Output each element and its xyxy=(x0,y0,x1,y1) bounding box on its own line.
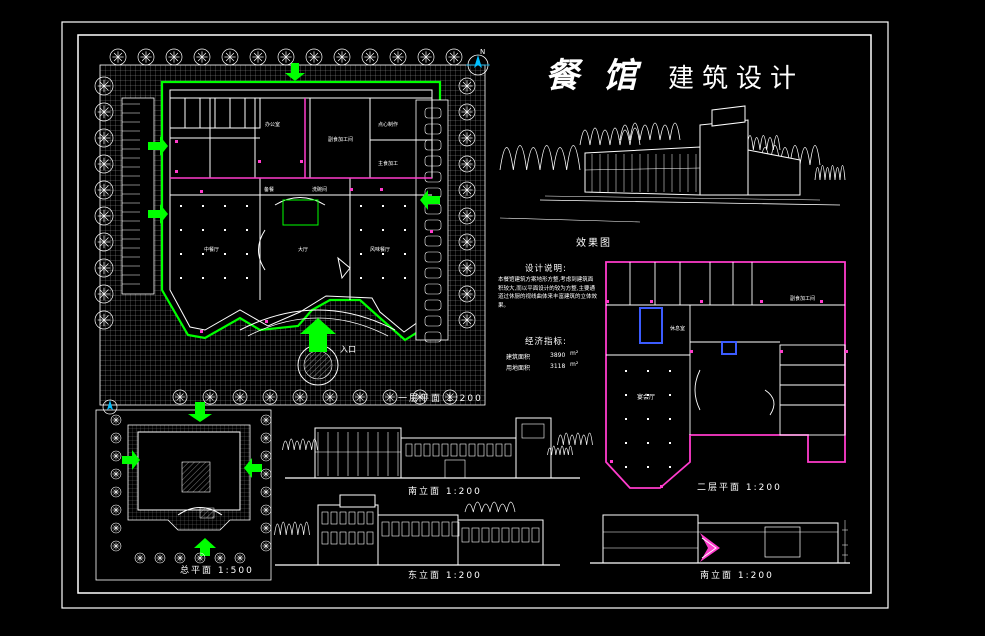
indicator-label: 建筑面积 xyxy=(506,354,531,361)
indicator-unit: m² xyxy=(570,350,579,357)
outer-frame xyxy=(61,21,889,609)
indicators-heading: 经济指标: xyxy=(525,337,567,347)
label-ground-floor: 一层平面 1:200 xyxy=(398,394,483,404)
site-north-arrow-icon xyxy=(102,399,118,415)
second-floor-plan xyxy=(605,261,848,489)
indicator-label: 用地面积 xyxy=(506,365,531,372)
title-text: 建筑设计 xyxy=(668,64,805,94)
north-arrow-icon xyxy=(466,54,490,76)
room-label: 休息室 xyxy=(670,326,686,332)
room-label: 中餐厅 xyxy=(204,247,220,253)
site-plan xyxy=(95,399,272,581)
render-caption: 效果图 xyxy=(576,238,612,249)
design-notes-heading: 设计说明: xyxy=(525,264,567,274)
ground-floor-plan: N xyxy=(94,48,490,406)
north-label: N xyxy=(480,48,485,56)
design-notes-body: 本餐馆建筑方案地形方整,考虑到建筑面积较大,而以平面设计的较为方整,主要通道过休… xyxy=(498,277,598,309)
room-label: 大厅 xyxy=(298,247,309,253)
label-south-elevation-2: 南立面 1:200 xyxy=(700,571,774,581)
inner-frame xyxy=(77,34,872,594)
label-second-floor: 二层平面 1:200 xyxy=(697,483,782,493)
room-label: 风味餐厅 xyxy=(370,247,391,253)
east-elevation xyxy=(274,494,560,566)
room-label: 备餐 xyxy=(264,187,275,193)
room-label-entrance: 入口 xyxy=(340,345,356,354)
south-elevation-2 xyxy=(590,514,850,564)
room-label: 副食加工间 xyxy=(790,296,816,302)
indicator-value: 3890 xyxy=(550,352,566,359)
south-elevation-1 xyxy=(282,417,593,479)
room-label: 副食加工间 xyxy=(328,137,354,143)
room-label: 点心制作 xyxy=(378,122,399,128)
indicator-unit: m² xyxy=(570,361,579,368)
room-label-banquet: 宴会厅 xyxy=(637,394,656,401)
label-east-elevation: 东立面 1:200 xyxy=(408,571,482,581)
room-label: 洗碗间 xyxy=(312,187,328,193)
perspective-render xyxy=(499,105,846,223)
room-label: 主食加工 xyxy=(378,161,399,167)
label-south-elevation: 南立面 1:200 xyxy=(408,487,482,497)
room-label: 办公室 xyxy=(265,122,281,128)
indicator-value: 3118 xyxy=(550,363,566,370)
title-calligraphy: 餐 馆 xyxy=(545,56,643,96)
label-site-plan: 总平面 1:500 xyxy=(180,566,254,576)
entrance-arrow xyxy=(300,318,336,352)
